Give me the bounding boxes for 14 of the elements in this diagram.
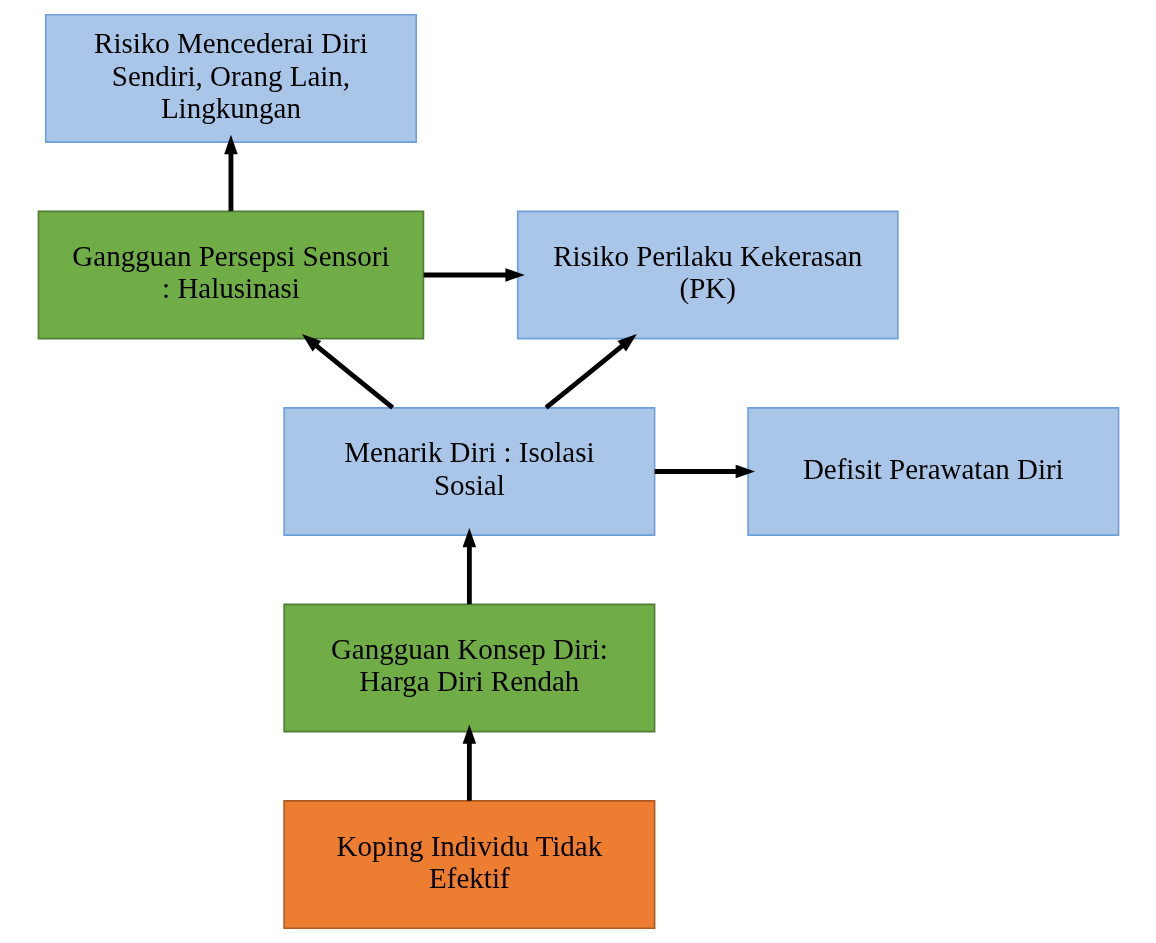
arrow xyxy=(654,464,755,479)
node-box: Gangguan Persepsi Sensori : Halusinasi xyxy=(37,210,424,340)
arrow xyxy=(462,527,476,605)
node-box: Koping Individu Tidak Efektif xyxy=(282,800,655,929)
node-box: Gangguan Konsep Diri: Harga Diri Rendah xyxy=(282,603,655,733)
node-box: Defisit Perawatan Diri xyxy=(746,407,1119,536)
node-box: Risiko Mencederai Diri Sendiri, Orang Lain, Lingkungan xyxy=(44,14,417,143)
arrow xyxy=(544,334,637,410)
node-box: Menarik Diri : Isolasi Sosial xyxy=(282,407,655,536)
node-box: Risiko Perilaku Kekerasan (PK) xyxy=(516,210,899,340)
arrow xyxy=(462,724,476,801)
arrow xyxy=(423,268,525,282)
arrow xyxy=(301,334,394,410)
arrow xyxy=(223,134,238,212)
